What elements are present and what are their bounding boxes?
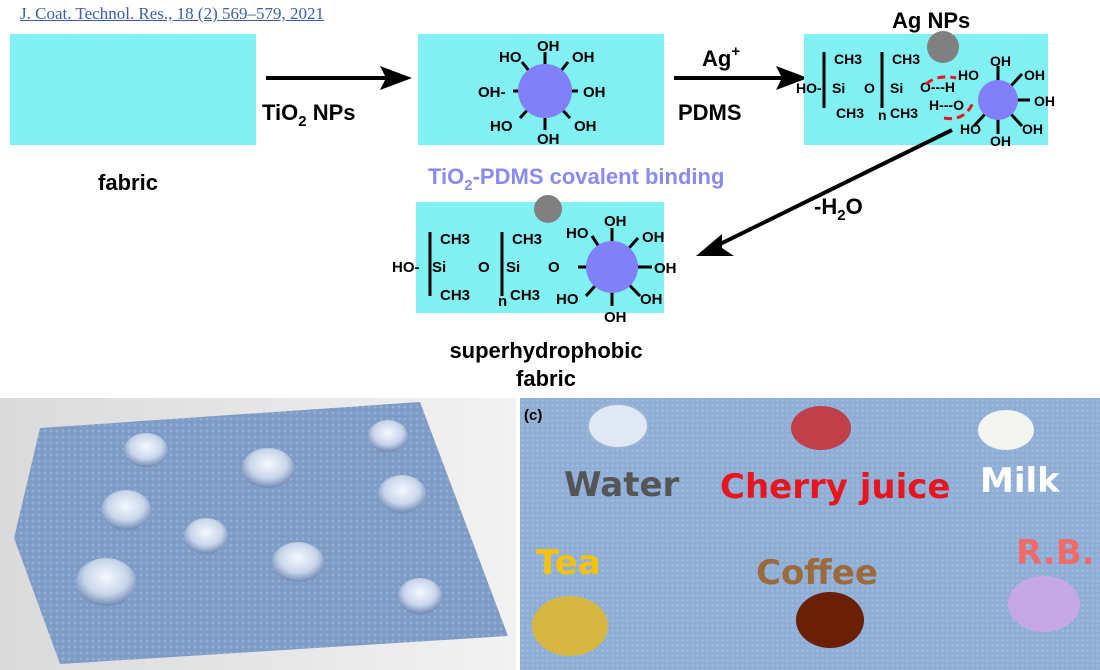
tio2-particle (518, 64, 572, 118)
ag-nps-label: Ag NPs (892, 8, 970, 33)
ag-nanoparticle (534, 195, 562, 223)
panel-label: (c) (524, 407, 542, 424)
svg-text:O: O (548, 259, 560, 276)
svg-text:CH3: CH3 (892, 51, 920, 67)
step2-ag-label: Ag+ (702, 43, 740, 71)
svg-text:O---H: O---H (920, 79, 955, 95)
svg-text:HO: HO (490, 118, 513, 135)
fabric-box (10, 34, 256, 145)
tio2-particle (978, 80, 1018, 120)
product-label-line2: fabric (516, 366, 576, 391)
liquid-label-water: Water (564, 465, 680, 505)
svg-text:HO: HO (556, 291, 579, 308)
svg-text:HO-: HO- (796, 80, 822, 96)
rb-droplet (1008, 576, 1080, 632)
svg-text:CH3: CH3 (834, 51, 862, 67)
milk-droplet (978, 410, 1034, 450)
svg-text:OH-: OH- (478, 84, 506, 101)
step1-label: TiO2 NPs (262, 100, 356, 130)
coffee-droplet (796, 592, 864, 648)
svg-text:Si: Si (506, 259, 520, 276)
svg-text:OH: OH (642, 229, 665, 246)
svg-text:CH3: CH3 (440, 287, 470, 304)
cherry-juice-droplet (791, 406, 851, 450)
svg-text:CH3: CH3 (440, 231, 470, 248)
svg-text:OH: OH (537, 38, 560, 55)
svg-text:HO: HO (566, 225, 589, 242)
water-droplet (587, 403, 649, 449)
svg-text:n: n (498, 293, 507, 310)
reaction-scheme: fabric TiO2 NPs OH HO OH OH- OH HO OH OH (10, 8, 1055, 391)
svg-text:O: O (864, 80, 875, 96)
svg-text:OH: OH (1022, 121, 1043, 137)
svg-text:n: n (878, 107, 887, 123)
fabric-label: fabric (98, 170, 158, 195)
svg-text:Si: Si (832, 80, 845, 96)
svg-text:OH: OH (537, 131, 560, 148)
superhydrophobic-structure: HO- CH3 Si CH3 O CH3 Si n CH3 O OH HO OH… (392, 195, 677, 326)
svg-text:OH: OH (990, 53, 1011, 69)
ag-nanoparticle (927, 31, 959, 63)
fabric-swatch (14, 402, 508, 664)
svg-text:OH: OH (654, 260, 677, 277)
svg-text:H---O: H---O (929, 97, 964, 113)
svg-text:CH3: CH3 (836, 105, 864, 121)
liquid-droplets-photo: (c) Water Cherry juice Milk Tea Coffee R… (520, 398, 1100, 670)
svg-text:CH3: CH3 (890, 105, 918, 121)
liquid-label-coffee: Coffee (756, 553, 878, 593)
svg-text:OH: OH (604, 213, 627, 230)
svg-text:HO: HO (958, 67, 979, 83)
step3-label: -H2O (814, 194, 863, 224)
tio2-nanoparticle-hydroxylated: OH HO OH OH- OH HO OH OH (478, 38, 606, 148)
svg-text:Si: Si (890, 80, 903, 96)
arrow-dehydration-step (696, 128, 953, 256)
svg-text:HO-: HO- (392, 259, 420, 276)
step2-pdms-label: PDMS (678, 100, 742, 125)
svg-text:OH: OH (574, 118, 597, 135)
svg-text:CH3: CH3 (510, 287, 540, 304)
water-droplets (76, 420, 442, 614)
liquid-label-rb: R.B. (1016, 533, 1095, 573)
liquid-label-tea: Tea (536, 543, 601, 583)
svg-text:OH: OH (1024, 67, 1045, 83)
liquid-label-milk: Milk (980, 461, 1061, 501)
svg-text:OH: OH (990, 133, 1011, 149)
svg-text:OH: OH (604, 309, 627, 326)
svg-text:OH: OH (1034, 93, 1055, 109)
arrow-tio2-step (266, 66, 412, 90)
svg-text:OH: OH (583, 84, 606, 101)
svg-text:OH: OH (640, 291, 663, 308)
liquid-label-cherry-juice: Cherry juice (720, 467, 950, 507)
fabric-droplets-photo (0, 398, 516, 670)
svg-text:HO: HO (499, 49, 522, 66)
product-label-line1: superhydrophobic (449, 338, 642, 363)
svg-text:CH3: CH3 (512, 231, 542, 248)
svg-text:Si: Si (432, 259, 446, 276)
arrow-ag-pdms-step (674, 66, 808, 90)
pdms-hydrogen-bonded-intermediate: HO- CH3 Si CH3 O CH3 Si n CH3 O---H H---… (796, 31, 1055, 149)
svg-text:OH: OH (572, 49, 595, 66)
citation-link[interactable]: J. Coat. Technol. Res., 18 (2) 569–579, … (20, 4, 324, 23)
tea-droplet (532, 596, 608, 656)
svg-text:HO: HO (960, 121, 981, 137)
covalent-binding-label: TiO2-PDMS covalent binding (428, 164, 724, 194)
tio2-particle (586, 241, 638, 293)
svg-text:O: O (478, 259, 490, 276)
